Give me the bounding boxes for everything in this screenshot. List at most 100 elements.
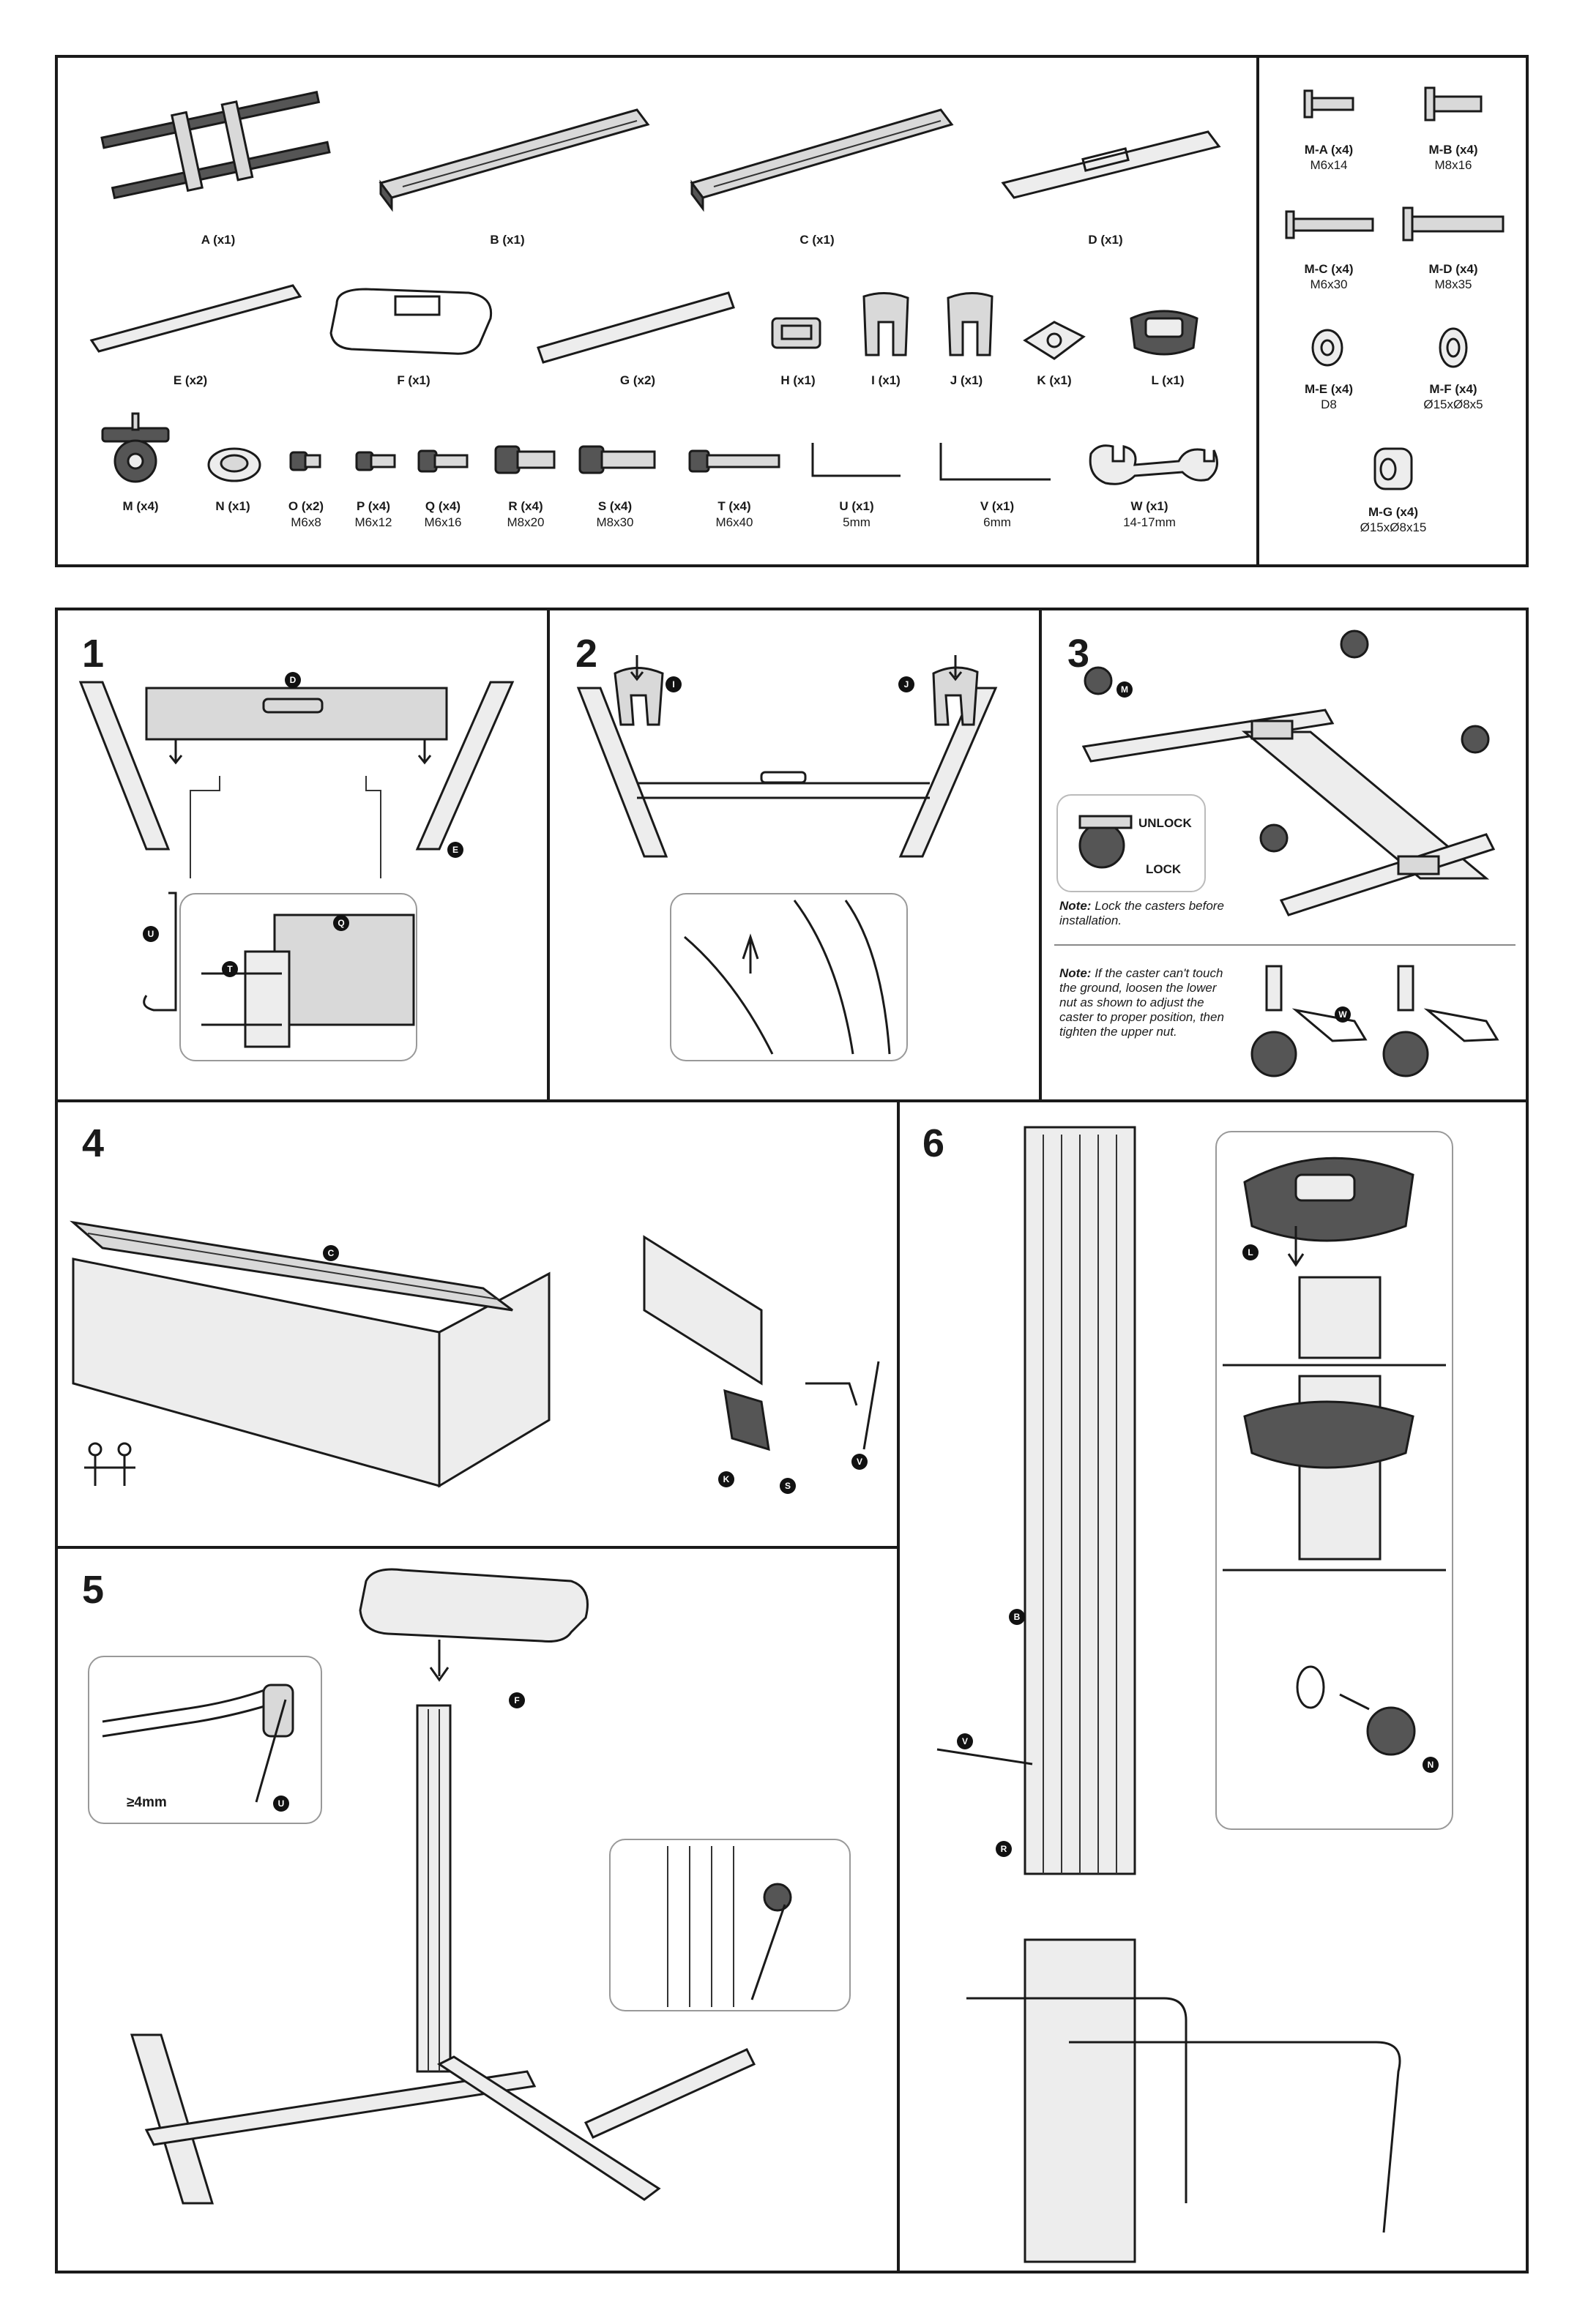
hw-mb-label: M-B (x4) <box>1428 143 1478 157</box>
part-v-size: 6mm <box>983 515 1011 529</box>
part-n-drawing <box>207 447 261 482</box>
part-o-label: O (x2) <box>288 499 324 513</box>
step-3-callout-w: W <box>1335 1006 1351 1023</box>
step-1-detail-drawing <box>201 913 415 1048</box>
part-d-label: D (x1) <box>1088 233 1123 247</box>
hardware-list-panel <box>1256 55 1529 567</box>
hw-me-drawing <box>1311 329 1343 367</box>
step-6-callout-n: N <box>1423 1757 1439 1773</box>
part-u-size: 5mm <box>843 515 870 529</box>
part-u-label: U (x1) <box>839 499 874 513</box>
part-o-size: M6x8 <box>291 515 321 529</box>
part-k-drawing <box>1023 321 1086 360</box>
step-3-adjust-drawing <box>1250 965 1499 1077</box>
hw-md-label: M-D (x4) <box>1428 262 1478 276</box>
hw-mg-size: Ø15xØ8x15 <box>1360 520 1427 534</box>
hw-mc-drawing <box>1285 210 1374 239</box>
part-r-label: R (x4) <box>508 499 543 513</box>
step-6-callout-b: B <box>1009 1609 1025 1625</box>
part-v-label: V (x1) <box>980 499 1015 513</box>
step-3-divider <box>1054 944 1516 946</box>
part-r-size: M8x20 <box>507 515 545 529</box>
part-i-label: I (x1) <box>871 373 901 387</box>
step-3-lock-label: LOCK <box>1146 862 1182 876</box>
part-f-label: F (x1) <box>397 373 430 387</box>
part-s-label: S (x4) <box>597 499 633 513</box>
part-i-drawing <box>862 292 909 356</box>
part-g-label: G (x2) <box>619 373 656 387</box>
hw-mf-label: M-F (x4) <box>1429 382 1477 396</box>
step-2-callout-j: J <box>898 676 914 692</box>
part-v-drawing <box>939 443 1051 481</box>
part-f-drawing <box>329 288 493 355</box>
step-4-callout-s: S <box>780 1478 796 1494</box>
hw-mc-size: M6x30 <box>1310 277 1348 291</box>
step-3-callout-m: M <box>1116 681 1133 698</box>
part-b-label: B (x1) <box>490 233 525 247</box>
step-3-note-2-text: If the caster can't touch the ground, lo… <box>1059 966 1224 1039</box>
part-m-drawing <box>101 412 170 483</box>
step-1-callout-u: U <box>143 926 159 942</box>
part-g-drawing <box>537 291 735 364</box>
hw-mg-label: M-G (x4) <box>1368 505 1418 519</box>
part-t-label: T (x4) <box>717 499 751 513</box>
part-h-label: H (x1) <box>780 373 816 387</box>
hw-me-label: M-E (x4) <box>1304 382 1354 396</box>
part-t-size: M6x40 <box>715 515 753 529</box>
step-4-number: 4 <box>82 1121 105 1165</box>
step-5-callout-f: F <box>509 1692 525 1708</box>
part-u-drawing <box>811 443 901 477</box>
step-5-drawing <box>130 1568 756 2205</box>
step-6-detail-drawing <box>1223 1157 1446 1756</box>
step-2-callout-i: I <box>666 676 682 692</box>
part-c-drawing <box>690 108 954 212</box>
step-4-callout-c: C <box>323 1245 339 1261</box>
step-5-detail-left-drawing <box>102 1684 294 1803</box>
step-3-unlock-label: UNLOCK <box>1138 816 1192 830</box>
part-q-size: M6x16 <box>424 515 462 529</box>
part-j-drawing <box>947 292 993 356</box>
part-r-drawing <box>494 445 556 474</box>
hw-mf-drawing <box>1439 327 1468 368</box>
part-q-drawing <box>417 449 469 473</box>
part-j-label: J (x1) <box>950 373 983 387</box>
step-5-detail-inset-right <box>609 1839 851 2011</box>
part-p-label: P (x4) <box>357 499 390 513</box>
part-a-drawing <box>100 91 331 200</box>
part-p-size: M6x12 <box>354 515 392 529</box>
step-3-note-2: Note: If the caster can't touch the grou… <box>1059 966 1228 1039</box>
step-6-callout-v: V <box>957 1733 973 1749</box>
hw-ma-drawing <box>1303 89 1354 119</box>
step-3-note-1-text: Lock the casters before installation. <box>1059 899 1224 927</box>
step-4-drawing <box>70 1220 880 1488</box>
part-e-label: E (x2) <box>173 373 208 387</box>
hw-mb-drawing <box>1424 86 1483 122</box>
hw-md-size: M8x35 <box>1434 277 1472 291</box>
step-5-number: 5 <box>82 1568 105 1612</box>
step-6-drawing <box>936 1126 1401 2263</box>
part-l-drawing <box>1130 310 1198 356</box>
step-3-lock-caster-drawing <box>1078 815 1133 869</box>
part-t-drawing <box>688 449 780 473</box>
part-c-label: C (x1) <box>799 233 835 247</box>
step-6-callout-r: R <box>996 1841 1012 1857</box>
part-m-label: M (x4) <box>122 499 159 513</box>
step-3-note-1-lead: Note: <box>1059 899 1092 913</box>
part-p-drawing <box>355 451 396 471</box>
step-1-callout-t: T <box>222 961 238 977</box>
step-3-drawing <box>1081 629 1496 916</box>
part-w-size: 14-17mm <box>1123 515 1176 529</box>
part-b-drawing <box>379 108 650 212</box>
step-1-drawing <box>78 681 515 1012</box>
step-2-detail-drawing <box>684 900 891 1055</box>
hw-mg-drawing <box>1373 447 1413 490</box>
hw-me-size: D8 <box>1321 397 1337 411</box>
step-5-detail-right-drawing <box>667 1846 792 2007</box>
part-s-drawing <box>578 445 656 474</box>
part-q-label: Q (x4) <box>425 499 461 513</box>
part-o-drawing <box>289 451 321 471</box>
hw-ma-label: M-A (x4) <box>1304 143 1354 157</box>
step-3-lock-diagram <box>1056 794 1206 892</box>
step-5-callout-u: U <box>273 1796 289 1812</box>
step-3-number: 3 <box>1067 632 1090 676</box>
